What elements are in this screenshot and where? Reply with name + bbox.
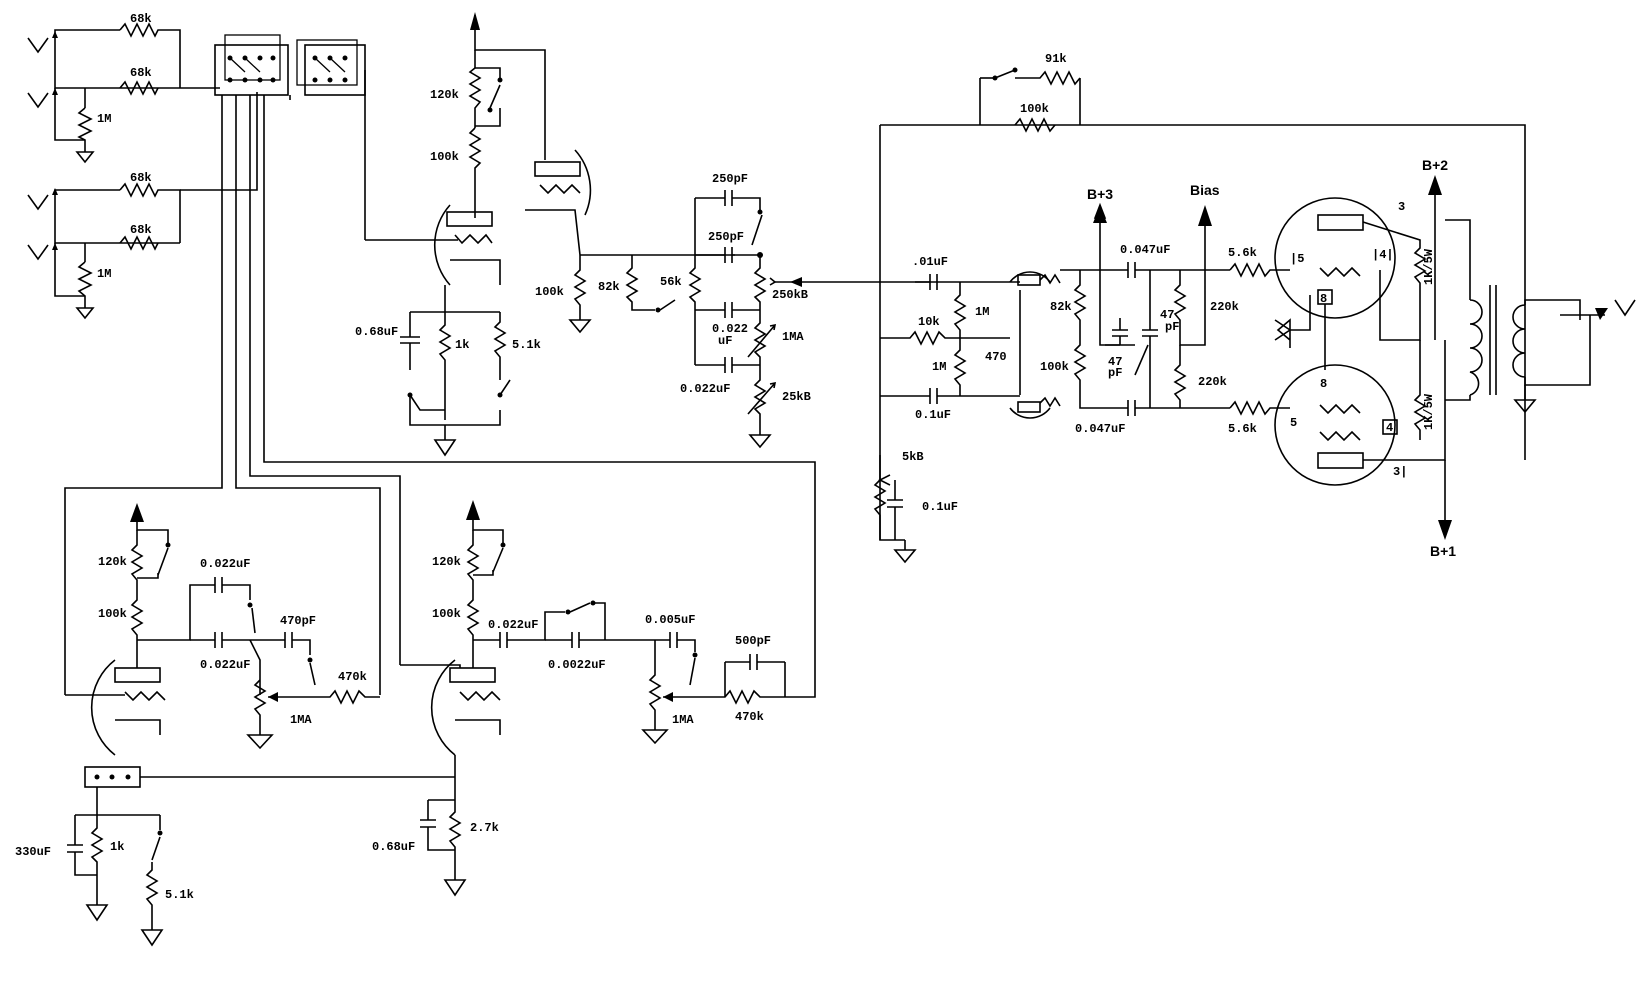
label-0022-ts2: 0.022uF: [680, 382, 730, 396]
label-1ma-v4: 1MA: [672, 713, 694, 727]
v3-lower-left: 120k 100k 0.022uF 0.022uF 470pF 470k 1MA…: [15, 503, 455, 947]
label-220k-2: 220k: [1198, 375, 1227, 389]
label-100k-v3: 100k: [98, 607, 127, 621]
label-0047-top: 0.047uF: [1120, 243, 1170, 257]
label-250pf-mid: 250pF: [708, 230, 744, 244]
label-068uf-v1: 0.68uF: [355, 325, 398, 339]
tone-stack: 250pF 250pF 82k 56k 250kB 0.022 uF 1MA 0…: [598, 172, 811, 449]
label-330uf: 330uF: [15, 845, 51, 859]
label-pin5-bot: 5: [1290, 416, 1297, 430]
label-0047-bot: 0.047uF: [1075, 422, 1125, 436]
label-51k-v3: 5.1k: [165, 888, 194, 902]
label-470pf: 470pF: [280, 614, 316, 628]
label-01uf: .01uF: [912, 255, 948, 269]
label-5kb: 5kB: [902, 450, 924, 464]
v4-lower-middle: 120k 100k 0.022uF 0.0022uF 0.005uF 500pF…: [372, 500, 816, 897]
label-1k-v1: 1k: [455, 338, 469, 352]
label-1m-pi1: 1M: [975, 305, 989, 319]
label-100k-v1: 100k: [430, 150, 459, 164]
label-120k-v1: 120k: [430, 88, 459, 102]
pi-input-line: [790, 277, 1020, 287]
label-82k-pi: 82k: [1050, 300, 1072, 314]
label-25kb: 25kB: [782, 390, 811, 404]
label-pin5-top: |5: [1290, 252, 1304, 266]
v2-stage: 100k: [525, 149, 735, 334]
label-68k-4: 68k: [130, 223, 152, 237]
label-47pf-2a: 47: [1108, 355, 1122, 369]
label-1m-pi2: 1M: [932, 360, 946, 374]
label-91k: 91k: [1045, 52, 1067, 66]
label-100k-v2: 100k: [535, 285, 564, 299]
label-00022-d: 0.0022uF: [548, 658, 606, 672]
label-1k5w-2: 1K/5W: [1422, 393, 1436, 430]
label-56k-1: 5.6k: [1228, 246, 1257, 260]
label-pin3-bot: 3|: [1393, 465, 1407, 479]
label-120k-v3: 120k: [98, 555, 127, 569]
label-500pf: 500pF: [735, 634, 771, 648]
label-56k: 56k: [660, 275, 682, 289]
label-47pf-1b: pF: [1165, 320, 1179, 334]
label-68k-2: 68k: [130, 66, 152, 80]
label-bplus3: B+3: [1087, 186, 1113, 202]
label-0022-ts-a: 0.022: [712, 322, 748, 336]
label-pin8-bot: 8: [1320, 377, 1327, 391]
label-01uf-presence: 0.1uF: [922, 500, 958, 514]
label-68k-1: 68k: [130, 12, 152, 26]
label-470: 470: [985, 350, 1007, 364]
label-470k-v3: 470k: [338, 670, 367, 684]
phase-inverter: 91k 100k .01uF 10k 1M 470 1M 0.1uF 5kB 0…: [873, 52, 1526, 564]
label-0005-d: 0.005uF: [645, 613, 695, 627]
label-1m-input-1: 1M: [97, 112, 111, 126]
input-jacks: [27, 29, 180, 297]
output-transformer: [1445, 219, 1636, 414]
label-pin8-top: 8: [1320, 292, 1327, 306]
label-1k-v3: 1k: [110, 840, 124, 854]
label-1m-input-2: 1M: [97, 267, 111, 281]
label-1ma-v3: 1MA: [290, 713, 312, 727]
label-pin4-top: |4|: [1372, 248, 1394, 262]
label-100k-pi: 100k: [1040, 360, 1069, 374]
label-27k: 2.7k: [470, 821, 499, 835]
label-82k-ts: 82k: [598, 280, 620, 294]
power-tubes: |5 |4| 8 8 5 4 3 3| 1K/5W 1K/5W B+2 B+1: [1274, 157, 1456, 559]
label-0022-ts-b: uF: [718, 334, 732, 348]
label-47pf-1a: 47: [1160, 308, 1174, 322]
coupling-bias: 0.047uF 0.047uF 47 pF 47 pF Bias 220k 22…: [1075, 182, 1290, 436]
label-068uf-v4: 0.68uF: [372, 840, 415, 854]
input-resistors: 68k 68k 1M 68k 68k 1M: [75, 12, 258, 320]
label-bplus2: B+2: [1422, 157, 1448, 173]
label-1k5w-1: 1K/5W: [1422, 248, 1436, 285]
label-47pf-2b: pF: [1108, 366, 1122, 380]
label-pin3-top: 3: [1398, 200, 1405, 214]
label-56k-2: 5.6k: [1228, 422, 1257, 436]
label-220k-1: 220k: [1210, 300, 1239, 314]
label-100k-v4: 100k: [432, 607, 461, 621]
label-bplus1: B+1: [1430, 543, 1456, 559]
label-1ma-ts: 1MA: [782, 330, 804, 344]
label-0022-d: 0.022uF: [488, 618, 538, 632]
label-120k-v4: 120k: [432, 555, 461, 569]
label-0022-c1: 0.022uF: [200, 557, 250, 571]
label-bias: Bias: [1190, 182, 1220, 198]
v1-first-stage: 120k 100k 0.68uF 1k 5.1k: [355, 12, 546, 457]
label-0022-c2: 0.022uF: [200, 658, 250, 672]
label-10k: 10k: [918, 315, 940, 329]
label-250pf-top: 250pF: [712, 172, 748, 186]
label-51k-v1: 5.1k: [512, 338, 541, 352]
label-100k-fb: 100k: [1020, 102, 1049, 116]
label-68k-3: 68k: [130, 171, 152, 185]
label-250kb: 250kB: [772, 288, 808, 302]
channel-switch: [64, 34, 816, 695]
label-01uf-b: 0.1uF: [915, 408, 951, 422]
label-470k-v4: 470k: [735, 710, 764, 724]
label-pin4-bot: 4: [1386, 421, 1393, 435]
